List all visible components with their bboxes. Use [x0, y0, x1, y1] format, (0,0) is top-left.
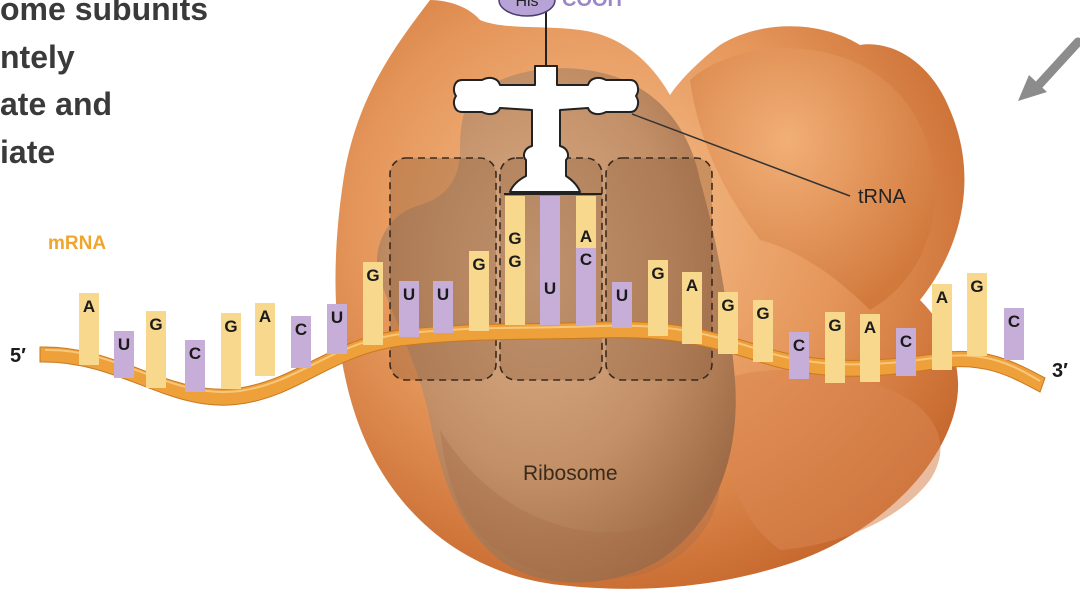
mrna-label: mRNA — [48, 233, 106, 255]
mrna-base-letter: A — [864, 318, 876, 337]
mrna-base-letter: C — [295, 320, 307, 339]
five-prime-label: 5′ — [10, 345, 26, 368]
mrna-base-letter: C — [189, 344, 201, 363]
slide-text-line-1: ome subunits — [0, 0, 208, 26]
anticodon-base-letter: U — [544, 279, 556, 298]
mrna-base-letter: U — [616, 286, 628, 305]
ribosome-label: Ribosome — [523, 462, 618, 486]
mrna-base-letter: A — [686, 276, 698, 295]
trna-label: tRNA — [858, 186, 906, 209]
mrna-base-letter: U — [331, 308, 343, 327]
mrna-base-letter: U — [437, 285, 449, 304]
mrna-base-letter: G — [224, 317, 237, 336]
mrna-base-letter: A — [83, 297, 95, 316]
mrna-base-letter: G — [149, 315, 162, 334]
mrna-base-letter: G — [508, 252, 521, 271]
mrna-base-letter: G — [970, 277, 983, 296]
mrna-base-letter: U — [403, 285, 415, 304]
three-prime-label: 3′ — [1052, 360, 1068, 383]
mrna-base-letter: A — [936, 288, 948, 307]
anticodon-base-letter: G — [508, 229, 521, 248]
mrna-base-letter: G — [651, 264, 664, 283]
arrow-icon — [1018, 42, 1078, 101]
slide-text-line-4: iate — [0, 135, 55, 169]
mrna-base-letter: C — [793, 336, 805, 355]
mrna-base-letter: C — [1008, 312, 1020, 331]
amino-acid-label: His — [515, 0, 538, 10]
slide-text-line-3: ate and — [0, 87, 112, 121]
mrna-base-letter: U — [118, 335, 130, 354]
mrna-base-letter: A — [259, 307, 271, 326]
carboxyl-label: COOH — [562, 0, 622, 11]
anticodon-base-letter: A — [580, 227, 592, 246]
mrna-base-letter: G — [828, 316, 841, 335]
mrna-base-letter: G — [472, 255, 485, 274]
mrna-base-letter: G — [756, 304, 769, 323]
mrna-base-letter: G — [366, 266, 379, 285]
mrna-base-letter: C — [900, 332, 912, 351]
slide-text-line-2: ntely — [0, 40, 75, 74]
mrna-base-letter: G — [721, 296, 734, 315]
mrna-base-letter: C — [580, 250, 592, 269]
